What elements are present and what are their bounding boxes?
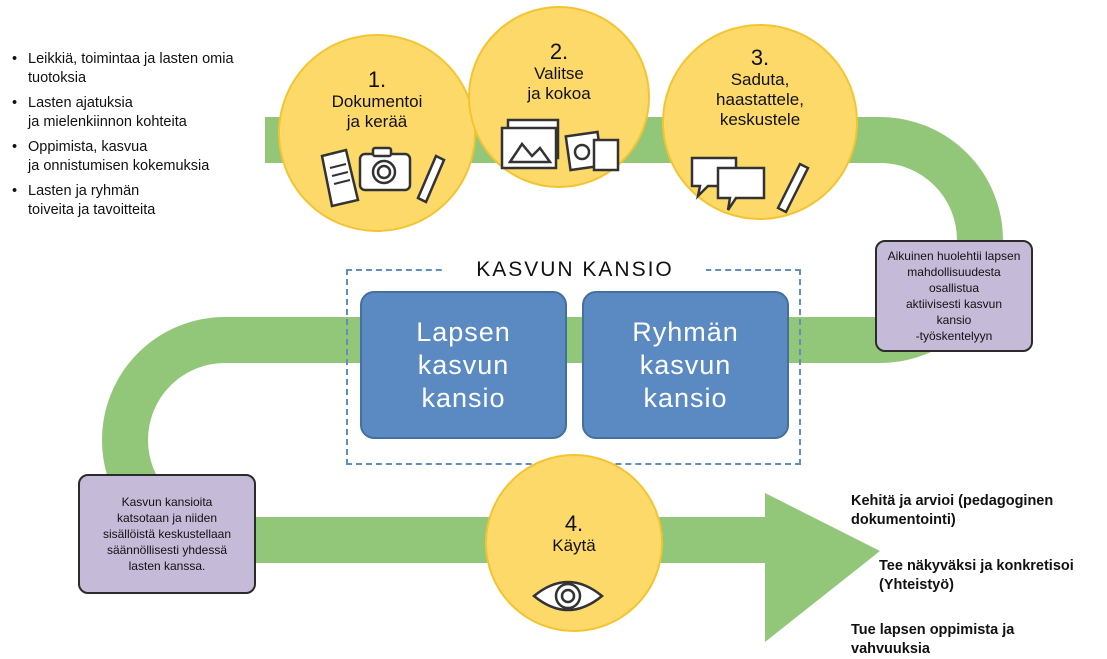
participation-note: Aikuinen huolehtii lapsen mahdollisuudes… <box>875 240 1033 352</box>
step-2-label: Valitse ja kokoa <box>527 64 591 103</box>
step-4-label: Käytä <box>552 536 596 555</box>
step-1-circle: 1. Dokumentoi ja kerää <box>278 34 476 232</box>
discussion-note: Kasvun kansioita katsotaan ja niiden sis… <box>78 474 256 594</box>
bullet-item: Lasten ja ryhmän toiveita ja tavoitteita <box>10 182 280 220</box>
speech-bubbles-pen-icon <box>690 156 810 214</box>
step-3-number: 3. <box>750 45 770 70</box>
step-1-number: 1. <box>367 67 387 92</box>
goal-support-learning: Tue lapsen oppimista ja vahvuuksia <box>851 622 1015 657</box>
eye-icon <box>532 580 604 612</box>
bullet-item: Leikkiä, toimintaa ja lasten omia tuotok… <box>10 50 280 88</box>
photos-icon <box>500 118 620 172</box>
step-2-number: 2. <box>549 39 569 64</box>
content-bullet-list: Leikkiä, toimintaa ja lasten omia tuotok… <box>10 50 280 226</box>
group-folder-box: Ryhmän kasvun kansio <box>582 291 789 439</box>
child-folder-box: Lapsen kasvun kansio <box>360 291 567 439</box>
bullet-item: Oppimista, kasvua ja onnistumisen kokemu… <box>10 138 280 176</box>
bullet-item: Lasten ajatuksia ja mielenkiinnon kohtei… <box>10 94 280 132</box>
step-3-label: Saduta, haastattele, keskustele <box>716 70 804 129</box>
document-camera-pen-icon <box>320 146 446 208</box>
flow-arrow-head <box>765 493 880 642</box>
goal-develop-evaluate: Kehitä ja arvioi (pedagoginen dokumentoi… <box>851 493 1054 528</box>
step-4-number: 4. <box>564 511 584 536</box>
kasvun-kansio-title: KASVUN KANSIO <box>444 256 706 284</box>
goal-make-visible: Tee näkyväksi ja konkretisoi (Yhteistyö) <box>879 558 1074 593</box>
step-1-label: Dokumentoi ja kerää <box>331 92 423 131</box>
